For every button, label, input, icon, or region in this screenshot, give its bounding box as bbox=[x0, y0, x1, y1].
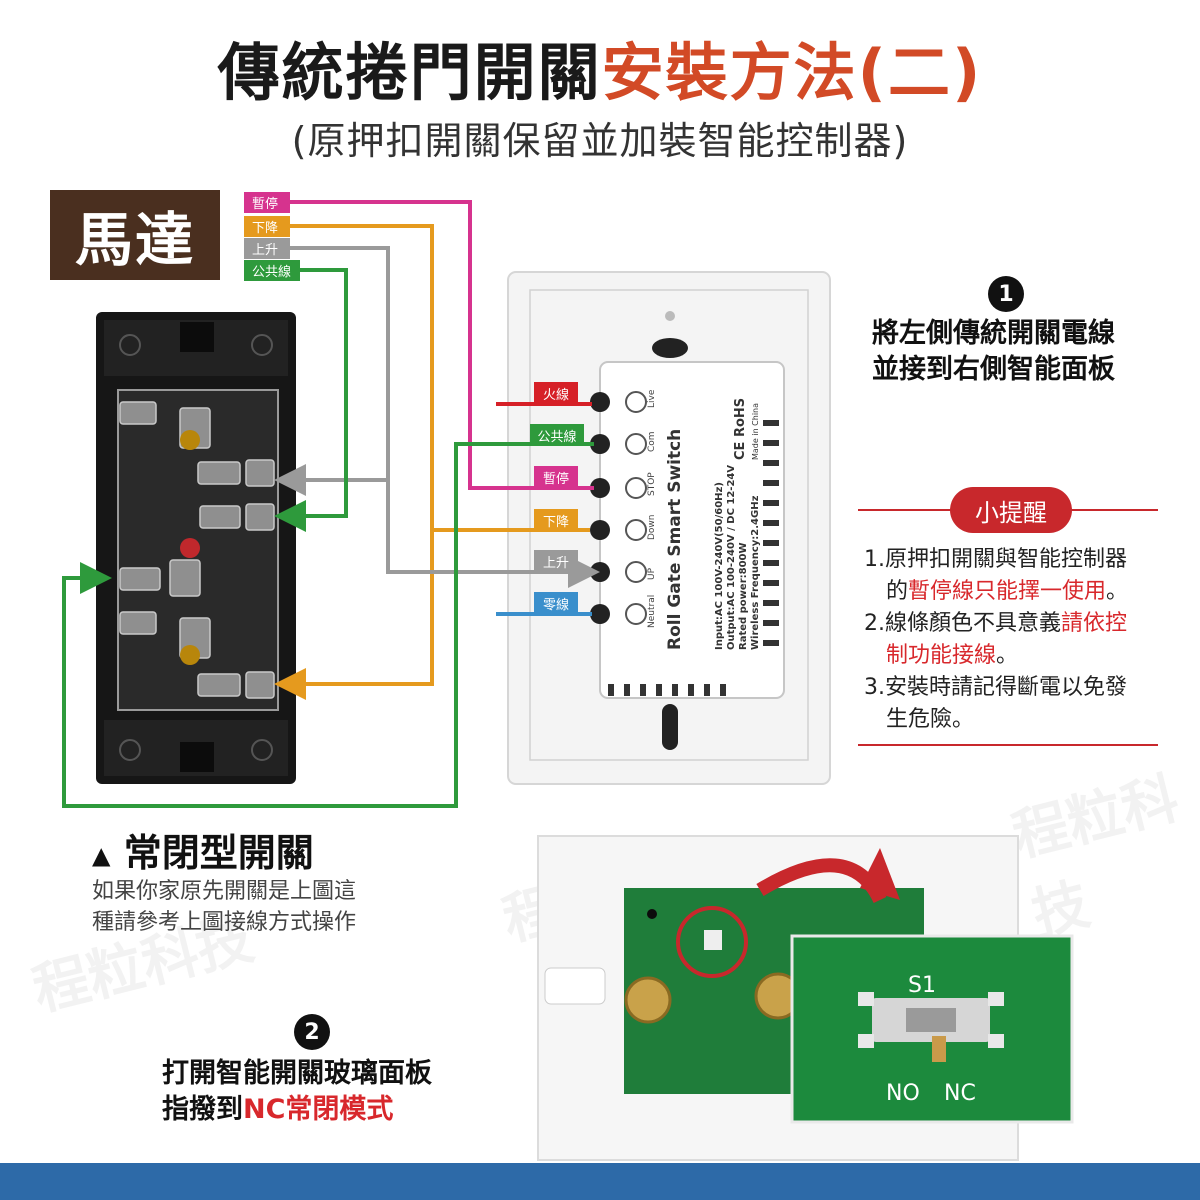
reminder-item: 2.線條顏色不具意義請依控 bbox=[864, 608, 1128, 640]
no-label: NO bbox=[886, 1081, 920, 1106]
title-part-1: 傳統捲門開關 bbox=[217, 36, 602, 109]
reminder-item: 3.安裝時請記得斷電以免發 bbox=[864, 672, 1128, 704]
step-2-prefix: 指撥到 bbox=[162, 1094, 243, 1125]
pcb-photo: S1 NO NC bbox=[537, 835, 1074, 1161]
module-name: Roll Gate Smart Switch bbox=[665, 429, 685, 650]
reminder-divider bbox=[858, 744, 1158, 746]
module-spec: Wireless Frequency:2.4GHz bbox=[750, 495, 761, 650]
panel-wire-tag: 暫停 bbox=[534, 466, 578, 488]
wire-stop bbox=[290, 200, 594, 490]
reminder-text: 的 bbox=[886, 579, 909, 604]
bottom-bar bbox=[0, 1163, 1200, 1200]
step-1-line: 將左側傳統開關電線 bbox=[872, 318, 1115, 349]
panel-wire-tag: 火線 bbox=[534, 382, 578, 404]
reminder-item: 制功能接線。 bbox=[864, 640, 1128, 672]
module-spec: Input:AC 100V-240V(50/60Hz) bbox=[714, 482, 725, 650]
panel-wire-tag: 下降 bbox=[534, 509, 578, 531]
reminder-highlight: 請依控 bbox=[1061, 611, 1128, 636]
motor-wire-tag: 下降 bbox=[244, 216, 290, 237]
step-2-text: 打開智能開關玻璃面板 指撥到NC常閉模式 bbox=[162, 1056, 432, 1128]
reminder-text: 1.原押扣開關與智能控制器 bbox=[864, 547, 1127, 572]
step-2-line: 打開智能開關玻璃面板 bbox=[162, 1058, 432, 1089]
title-part-2: 安裝方法(二) bbox=[601, 36, 983, 109]
terminal-label: UP bbox=[647, 567, 657, 580]
nc-switch-line: 種請參考上圖接線方式操作 bbox=[92, 910, 357, 935]
step-2-highlight: NC常閉模式 bbox=[243, 1094, 394, 1125]
wire-up bbox=[290, 246, 600, 588]
reminder-text: 生危險。 bbox=[886, 707, 975, 732]
panel-wire-tag: 零線 bbox=[534, 592, 578, 614]
nc-switch-description: 如果你家原先開關是上圖這 種請參考上圖接線方式操作 bbox=[92, 876, 356, 938]
terminal-label: Down bbox=[647, 514, 657, 540]
step-1-line: 並接到右側智能面板 bbox=[872, 354, 1115, 385]
reminder-item: 的暫停線只能擇一使用。 bbox=[864, 576, 1128, 608]
panel-wire-tag: 公共線 bbox=[530, 424, 584, 446]
reminder-text: 3.安裝時請記得斷電以免發 bbox=[864, 675, 1127, 700]
nc-switch-heading-text: 常閉型開關 bbox=[123, 831, 314, 875]
reminder-item: 生危險。 bbox=[864, 704, 1128, 736]
panel-grid bbox=[529, 289, 809, 761]
nc-switch-line: 如果你家原先開關是上圖這 bbox=[92, 879, 357, 904]
terminal-label: Com bbox=[647, 431, 657, 452]
vent-slots bbox=[608, 420, 779, 696]
motor-wire-tag: 上升 bbox=[244, 238, 290, 259]
switch-highlight bbox=[676, 906, 748, 978]
wires bbox=[62, 200, 600, 808]
wire-common-motor bbox=[274, 268, 348, 532]
reminder-item: 1.原押扣開關與智能控制器 bbox=[864, 544, 1128, 576]
s1-label: S1 bbox=[908, 973, 936, 998]
module-spec: Rated power:800W bbox=[738, 542, 749, 650]
reminder-text: 。 bbox=[1106, 579, 1129, 604]
step-2-line: 指撥到NC常閉模式 bbox=[162, 1092, 432, 1128]
wire-common-panel bbox=[62, 442, 594, 808]
made-in-label: Made in China bbox=[751, 403, 760, 460]
reminder-list: 1.原押扣開關與智能控制器 的暫停線只能擇一使用。 2.線條顏色不具意義請依控 … bbox=[864, 544, 1128, 736]
terminal-label: STOP bbox=[647, 472, 657, 496]
traditional-switch bbox=[96, 312, 296, 784]
reminder-highlight: 制功能接線 bbox=[886, 643, 997, 668]
page-title: 傳統捲門開關安裝方法(二) bbox=[0, 22, 1200, 112]
nc-label: NC bbox=[944, 1081, 976, 1106]
reminder-text: 。 bbox=[996, 643, 1019, 668]
smart-switch-panel: Roll Gate Smart Switch Input:AC 100V-240… bbox=[507, 271, 831, 785]
wire-down-switch bbox=[274, 226, 434, 700]
terminal-label: Live bbox=[647, 389, 657, 408]
screw-terminals bbox=[590, 392, 610, 624]
panel-wire-tag: 上升 bbox=[534, 550, 578, 572]
certification-marks: CE RoHS bbox=[733, 398, 748, 460]
motor-label: 馬達 bbox=[50, 190, 220, 280]
page-subtitle: (原押扣開關保留並加裝智能控制器) bbox=[291, 119, 909, 163]
reminder-text: 2.線條顏色不具意義 bbox=[864, 611, 1061, 636]
nc-switch-heading: ▲ 常閉型開關 bbox=[92, 822, 314, 877]
step-1-text: 將左側傳統開關電線 並接到右側智能面板 bbox=[872, 316, 1115, 388]
reminder-highlight: 暫停線只能擇一使用 bbox=[908, 579, 1107, 604]
motor-wire-tag: 公共線 bbox=[244, 260, 300, 281]
step-2-number: 2 bbox=[294, 1014, 330, 1050]
step-1-number: 1 bbox=[988, 276, 1024, 312]
triangle-icon: ▲ bbox=[92, 841, 111, 870]
terminal-label: Neutral bbox=[647, 595, 657, 628]
module-spec: Output:AC 100-240V / DC 12-24V bbox=[726, 465, 737, 650]
reminder-title: 小提醒 bbox=[950, 487, 1072, 533]
motor-wire-tag: 暫停 bbox=[244, 192, 290, 213]
